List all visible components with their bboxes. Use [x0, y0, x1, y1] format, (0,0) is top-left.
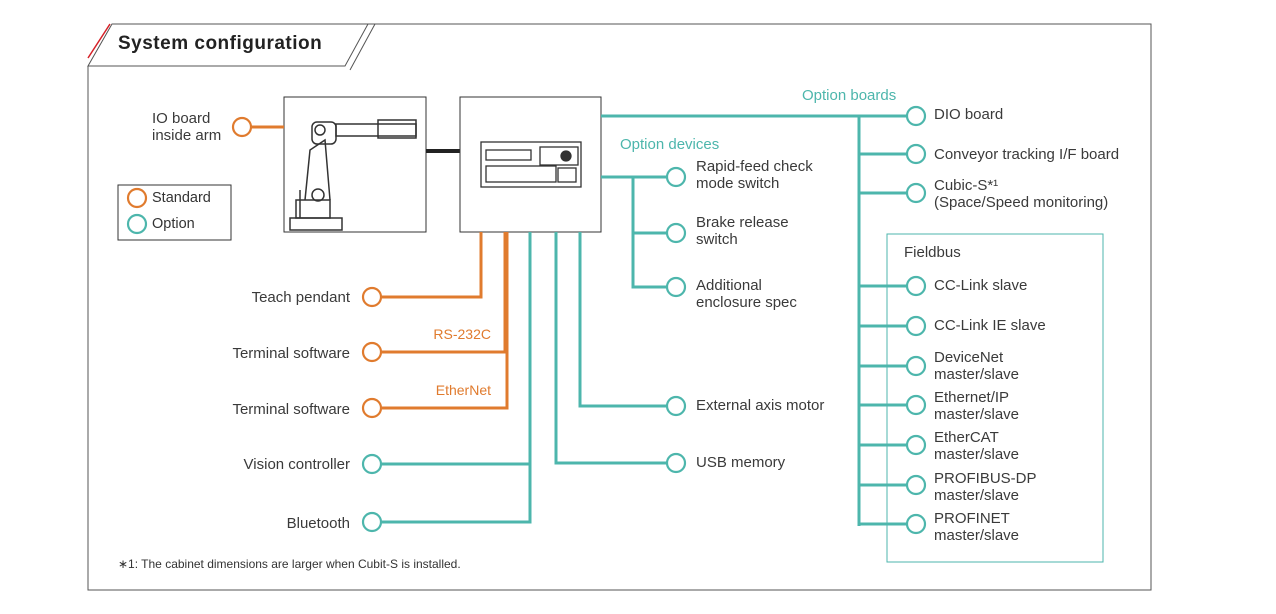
usb-line	[554, 232, 667, 465]
option-device-brake-release: Brake release switch	[696, 214, 789, 248]
rapid-feed-marker	[665, 166, 687, 188]
vision-marker	[361, 453, 383, 475]
ethernet-line	[381, 232, 509, 410]
cc-link-marker	[905, 275, 927, 297]
fieldbus-cc-link-ie: CC-Link IE slave	[934, 317, 1046, 334]
external-axis-label: External axis motor	[696, 397, 825, 414]
bluetooth-line	[381, 464, 532, 524]
io-board-marker	[231, 116, 253, 138]
fieldbus-header: Fieldbus	[904, 244, 961, 261]
profibus-marker	[905, 474, 927, 496]
option-boards-header: Option boards	[802, 87, 897, 104]
option-board-conveyor: Conveyor tracking I/F board	[934, 146, 1120, 163]
outer-frame	[87, 23, 1152, 591]
terminal-ethernet-label: Terminal software	[232, 401, 350, 418]
legend-standard-label: Standard	[152, 190, 211, 206]
terminal-rs232-marker	[361, 341, 383, 363]
cc-link-ie-marker	[905, 315, 927, 337]
title-tab-slash	[349, 23, 376, 71]
ethernet-line-label: EtherNet	[435, 382, 491, 398]
option-device-enclosure: Additional enclosure spec	[696, 277, 797, 311]
controller-illustration	[480, 141, 582, 188]
fieldbus-box	[886, 233, 1104, 563]
fieldbus-profibus: PROFIBUS-DP master/slave	[934, 470, 1037, 504]
fieldbus-ethernet-ip: Ethernet/IP master/slave	[934, 389, 1020, 423]
option-device-rapid-feed: Rapid-feed check mode switch	[696, 158, 813, 192]
legend-standard-marker	[126, 187, 148, 209]
ethercat-marker	[905, 434, 927, 456]
option-devices-header: Option devices	[620, 136, 720, 153]
title-tab	[87, 23, 369, 67]
option-board-dio: DIO board	[934, 106, 1004, 123]
connection-lines	[381, 114, 907, 526]
legend-option-marker	[126, 213, 148, 235]
fieldbus-devicenet: DeviceNet master/slave	[934, 349, 1020, 383]
conveyor-marker	[905, 143, 927, 165]
teach-pendant-marker	[361, 286, 383, 308]
rs232-line-label: RS-232C	[433, 326, 491, 342]
cubic-s-marker	[905, 182, 927, 204]
usb-marker	[665, 452, 687, 474]
rs232-line	[381, 232, 507, 354]
footnote: ∗1: The cabinet dimensions are larger wh…	[118, 557, 461, 571]
brake-release-marker	[665, 222, 687, 244]
fieldbus-profinet: PROFINET master/slave	[934, 510, 1020, 544]
io-board-label: IO board inside arm	[152, 110, 222, 144]
profinet-marker	[905, 513, 927, 535]
teach-pendant-label: Teach pendant	[251, 289, 350, 306]
ethernet-ip-marker	[905, 394, 927, 416]
robot-box	[283, 96, 427, 233]
usb-memory-label: USB memory	[696, 454, 786, 471]
fieldbus-ethercat: EtherCAT master/slave	[934, 429, 1020, 463]
option-board-cubic-s: Cubic-S*¹ (Space/Speed monitoring)	[934, 177, 1109, 211]
dio-board-marker	[905, 105, 927, 127]
bluetooth-marker	[361, 511, 383, 533]
terminal-rs232-label: Terminal software	[232, 345, 350, 362]
teach-pendant-line	[381, 232, 483, 299]
option-devices-branch	[631, 177, 667, 289]
bluetooth-label: Bluetooth	[286, 515, 350, 532]
external-axis-line	[578, 232, 667, 408]
enclosure-marker	[665, 276, 687, 298]
page-title: System configuration	[118, 33, 323, 54]
legend-option-label: Option	[152, 216, 195, 232]
devicenet-marker	[905, 355, 927, 377]
terminal-ethernet-marker	[361, 397, 383, 419]
robot-arm-illustration	[289, 119, 417, 231]
vision-controller-label: Vision controller	[243, 456, 350, 473]
connection-nodes	[361, 105, 927, 535]
external-axis-marker	[665, 395, 687, 417]
fieldbus-cc-link: CC-Link slave	[934, 277, 1028, 294]
title-accent-slash	[87, 23, 111, 59]
